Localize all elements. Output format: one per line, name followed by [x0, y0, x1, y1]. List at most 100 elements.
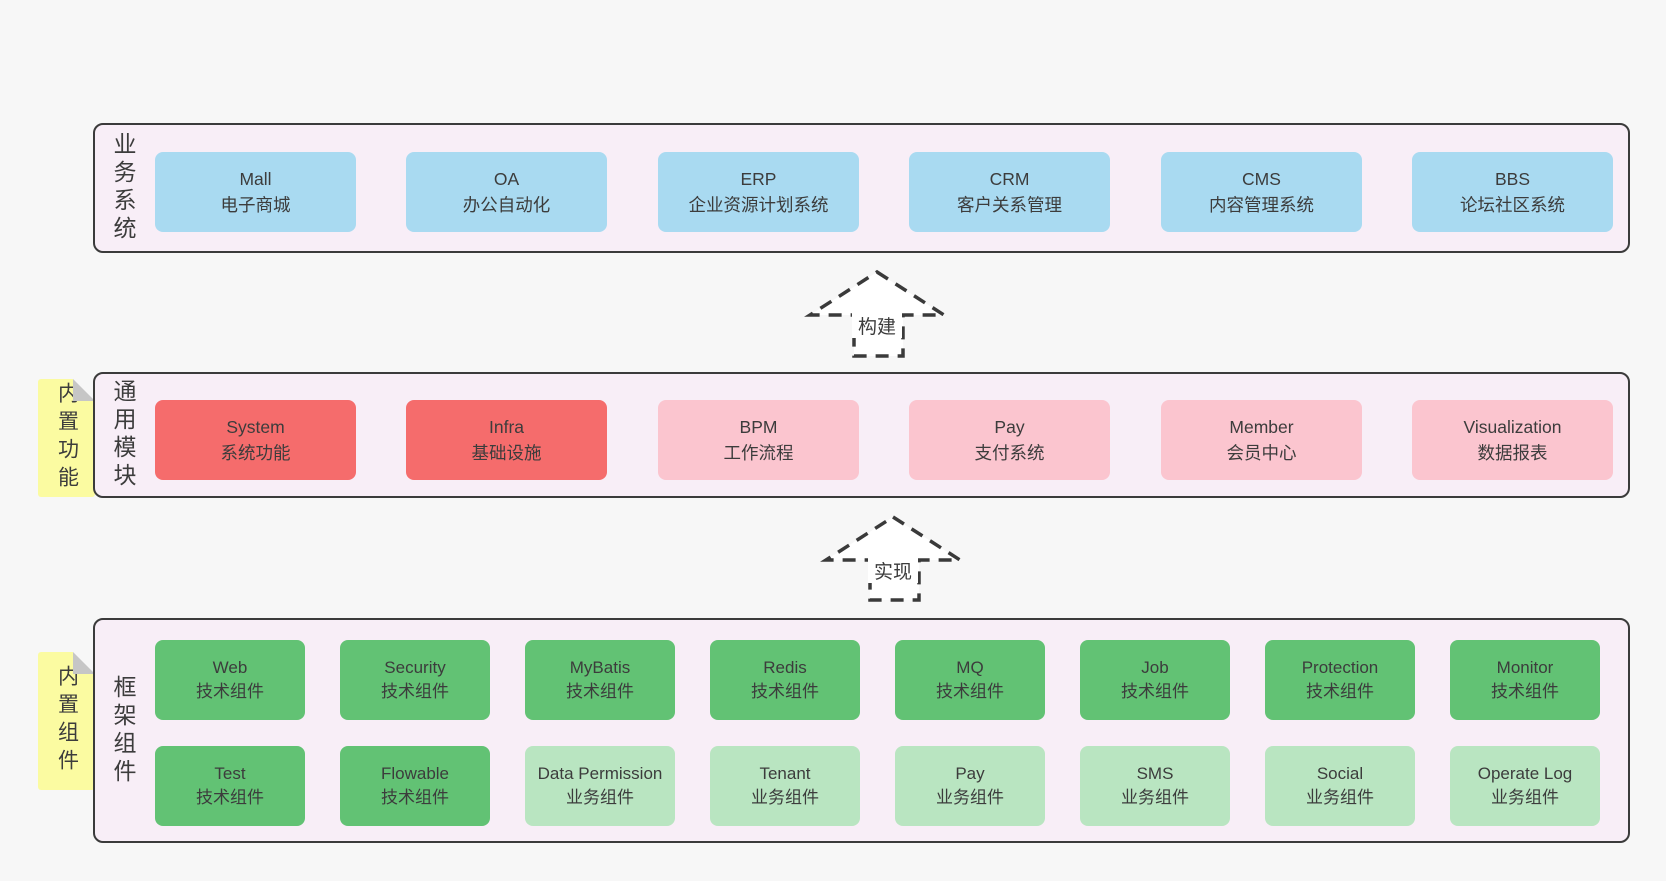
box-title: Job	[1141, 658, 1169, 677]
arrow-label-bg	[852, 312, 902, 338]
box-subtitle: 业务组件	[1121, 788, 1189, 807]
box-title: CMS	[1242, 169, 1281, 189]
box-title: BPM	[739, 417, 778, 437]
arrow-label-bg	[868, 557, 918, 583]
box-infra: Infra 基础设施	[406, 400, 607, 480]
box-title: MQ	[956, 658, 984, 677]
box-subtitle: 内容管理系统	[1209, 195, 1314, 215]
box-title: OA	[493, 169, 520, 189]
box-title: Monitor	[1496, 658, 1554, 677]
box-subtitle: 技术组件	[381, 682, 449, 701]
box-title: CRM	[989, 169, 1030, 189]
band-label-common: 通用模块	[110, 379, 136, 491]
box-mall: Mall 电子商城	[155, 152, 356, 232]
arrow-label: 构建	[858, 316, 896, 338]
band-label-business: 业务系统	[110, 132, 136, 244]
box-subtitle: 基础设施	[471, 443, 542, 463]
box-title: Visualization	[1463, 417, 1562, 437]
box-social: Social 业务组件	[1265, 746, 1415, 826]
box-subtitle: 技术组件	[196, 682, 264, 701]
box-test: Test 技术组件	[155, 746, 305, 826]
box-title: SMS	[1136, 764, 1174, 783]
box-bbs: BBS 论坛社区系统	[1412, 152, 1613, 232]
framework-components-band: 框架组件 Web 技术组件 Security 技术组件 MyBatis 技术组件…	[93, 618, 1630, 843]
box-operate-log: Operate Log 业务组件	[1450, 746, 1600, 826]
box-title: Security	[384, 658, 446, 677]
sticky-tab-label: 内置组件	[55, 665, 79, 777]
box-flowable: Flowable 技术组件	[340, 746, 490, 826]
box-subtitle: 业务组件	[1491, 788, 1559, 807]
box-title: Data Permission	[537, 764, 663, 783]
box-subtitle: 技术组件	[751, 682, 819, 701]
box-pay-biz: Pay 业务组件	[895, 746, 1045, 826]
box-data-permission: Data Permission 业务组件	[525, 746, 675, 826]
box-subtitle: 会员中心	[1226, 443, 1297, 463]
box-bpm: BPM 工作流程	[658, 400, 859, 480]
box-title: Tenant	[759, 764, 811, 783]
box-protection: Protection 技术组件	[1265, 640, 1415, 720]
box-subtitle: 电子商城	[220, 195, 291, 215]
box-subtitle: 数据报表	[1477, 443, 1548, 463]
box-title: BBS	[1494, 169, 1531, 189]
box-subtitle: 客户关系管理	[957, 195, 1062, 215]
box-subtitle: 业务组件	[936, 788, 1004, 807]
box-title: Infra	[488, 417, 525, 437]
box-subtitle: 支付系统	[974, 443, 1045, 463]
box-subtitle: 技术组件	[1491, 682, 1559, 701]
box-title: Test	[214, 764, 246, 783]
box-title: Operate Log	[1477, 764, 1573, 783]
box-job: Job 技术组件	[1080, 640, 1230, 720]
box-crm: CRM 客户关系管理	[909, 152, 1110, 232]
box-subtitle: 技术组件	[381, 788, 449, 807]
box-cms: CMS 内容管理系统	[1161, 152, 1362, 232]
common-modules-band: 通用模块 System 系统功能 Infra 基础设施 BPM 工作流程 Pay…	[93, 372, 1630, 498]
box-redis: Redis 技术组件	[710, 640, 860, 720]
box-subtitle: 技术组件	[936, 682, 1004, 701]
box-title: Mall	[239, 169, 272, 189]
box-security: Security 技术组件	[340, 640, 490, 720]
box-monitor: Monitor 技术组件	[1450, 640, 1600, 720]
box-subtitle: 技术组件	[1306, 682, 1374, 701]
implement-arrow: 实现	[820, 514, 966, 602]
box-title: Pay	[955, 764, 985, 783]
box-subtitle: 系统功能	[220, 443, 291, 463]
build-arrow: 构建	[804, 269, 950, 358]
box-mybatis: MyBatis 技术组件	[525, 640, 675, 720]
box-subtitle: 办公自动化	[462, 195, 551, 215]
box-member: Member 会员中心	[1161, 400, 1362, 480]
box-subtitle: 业务组件	[751, 788, 819, 807]
box-sms: SMS 业务组件	[1080, 746, 1230, 826]
sticky-tab-label: 内置功能	[55, 382, 79, 494]
band-label-framework: 框架组件	[110, 674, 136, 787]
box-web: Web 技术组件	[155, 640, 305, 720]
box-tenant: Tenant 业务组件	[710, 746, 860, 826]
box-title: ERP	[740, 169, 777, 189]
box-subtitle: 技术组件	[196, 788, 264, 807]
sticky-tab-built-in-features: 内置功能	[38, 379, 95, 497]
box-mq: MQ 技术组件	[895, 640, 1045, 720]
box-erp: ERP 企业资源计划系统	[658, 152, 859, 232]
box-title: Pay	[994, 417, 1025, 437]
business-systems-band: 业务系统 Mall 电子商城 OA 办公自动化 ERP 企业资源计划系统 CRM…	[93, 123, 1630, 253]
box-title: MyBatis	[569, 658, 631, 677]
sticky-tab-built-in-components: 内置组件	[38, 652, 95, 790]
box-system: System 系统功能	[155, 400, 356, 480]
box-subtitle: 企业资源计划系统	[688, 195, 829, 215]
box-title: System	[226, 417, 285, 437]
box-subtitle: 论坛社区系统	[1460, 195, 1565, 215]
arrow-label: 实现	[874, 561, 912, 583]
box-title: Social	[1316, 764, 1364, 783]
box-oa: OA 办公自动化	[406, 152, 607, 232]
box-subtitle: 技术组件	[566, 682, 634, 701]
box-pay: Pay 支付系统	[909, 400, 1110, 480]
box-subtitle: 业务组件	[566, 788, 634, 807]
box-title: Redis	[763, 658, 807, 677]
box-subtitle: 技术组件	[1121, 682, 1189, 701]
box-visualization: Visualization 数据报表	[1412, 400, 1613, 480]
box-title: Flowable	[380, 764, 450, 783]
box-subtitle: 业务组件	[1306, 788, 1374, 807]
box-title: Protection	[1301, 658, 1379, 677]
box-title: Web	[212, 658, 248, 677]
box-title: Member	[1229, 417, 1294, 437]
